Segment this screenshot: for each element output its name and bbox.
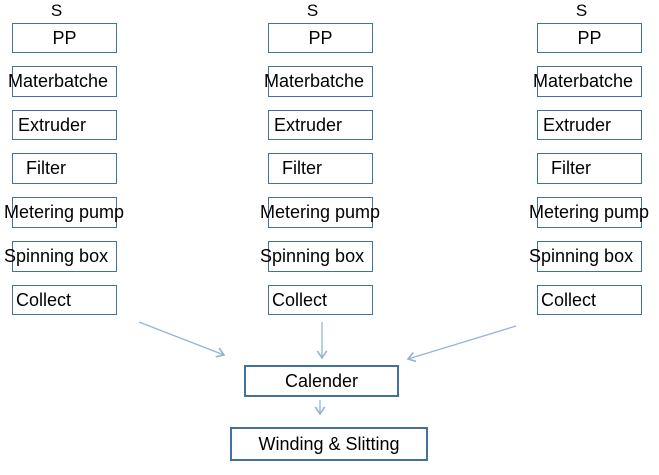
node-label: Extruder — [18, 114, 87, 135]
process-column-2: S PP Materbatche Extruder Filter Meterin… — [260, 0, 380, 340]
node-label: Collect — [541, 289, 597, 310]
node-label: Collect — [16, 289, 72, 310]
node-calender: Calender — [244, 365, 399, 397]
node-winding-slitting: Winding & Slitting — [230, 427, 428, 461]
arrow-collect3-to-calender — [406, 325, 517, 363]
node-label: Filter — [282, 158, 322, 178]
node-label: Spinning box — [529, 246, 634, 266]
node-label: Metering pump — [529, 202, 650, 222]
node-spinning-box-col1: Spinning box — [4, 241, 117, 272]
node-label: Filter — [26, 158, 66, 178]
node-label: Materbatche — [264, 71, 365, 91]
node-metering-pump-col2: Metering pump — [260, 197, 380, 228]
node-pp-col1: PP — [12, 23, 117, 53]
node-pp-col3: PP — [537, 23, 642, 53]
node-collect-col2: Collect — [268, 285, 373, 315]
node-collect-col1: Collect — [12, 285, 117, 315]
source-s-label-col2: S — [306, 1, 319, 20]
node-label: Collect — [272, 289, 328, 310]
node-materbatche-col1: Materbatche — [8, 66, 117, 97]
process-column-3: S PP Materbatche Extruder Filter Meterin… — [529, 0, 649, 340]
source-s-label-col3: S — [575, 1, 588, 20]
node-filter-col1: Filter — [12, 153, 117, 184]
node-metering-pump-col3: Metering pump — [529, 197, 649, 228]
node-label: Winding & Slitting — [258, 433, 400, 454]
node-label: Metering pump — [4, 202, 125, 222]
node-label: Materbatche — [533, 71, 634, 91]
node-label: PP — [308, 27, 333, 48]
node-filter-col3: Filter — [537, 153, 642, 184]
node-materbatche-col2: Materbatche — [264, 66, 373, 97]
node-label: Spinning box — [4, 246, 109, 266]
arrow-collect1-to-calender — [138, 321, 226, 358]
node-label: Extruder — [274, 114, 343, 135]
node-label: Calender — [284, 370, 359, 391]
node-materbatche-col3: Materbatche — [533, 66, 642, 97]
node-label: Filter — [551, 158, 591, 178]
node-collect-col3: Collect — [537, 285, 642, 315]
node-spinning-box-col2: Spinning box — [260, 241, 373, 272]
node-label: Spinning box — [260, 246, 365, 266]
node-label: PP — [52, 27, 77, 48]
node-filter-col2: Filter — [268, 153, 373, 184]
node-extruder-col2: Extruder — [268, 110, 373, 140]
node-label: Materbatche — [8, 71, 109, 91]
node-label: Metering pump — [260, 202, 381, 222]
node-metering-pump-col1: Metering pump — [4, 197, 124, 228]
node-extruder-col1: Extruder — [12, 110, 117, 140]
node-extruder-col3: Extruder — [537, 110, 642, 140]
node-pp-col2: PP — [268, 23, 373, 53]
process-column-1: S PP Materbatche Extruder Filter Meterin… — [4, 0, 124, 340]
node-label: Extruder — [543, 114, 612, 135]
node-label: PP — [577, 27, 602, 48]
source-s-label-col1: S — [50, 1, 63, 20]
node-spinning-box-col3: Spinning box — [529, 241, 642, 272]
